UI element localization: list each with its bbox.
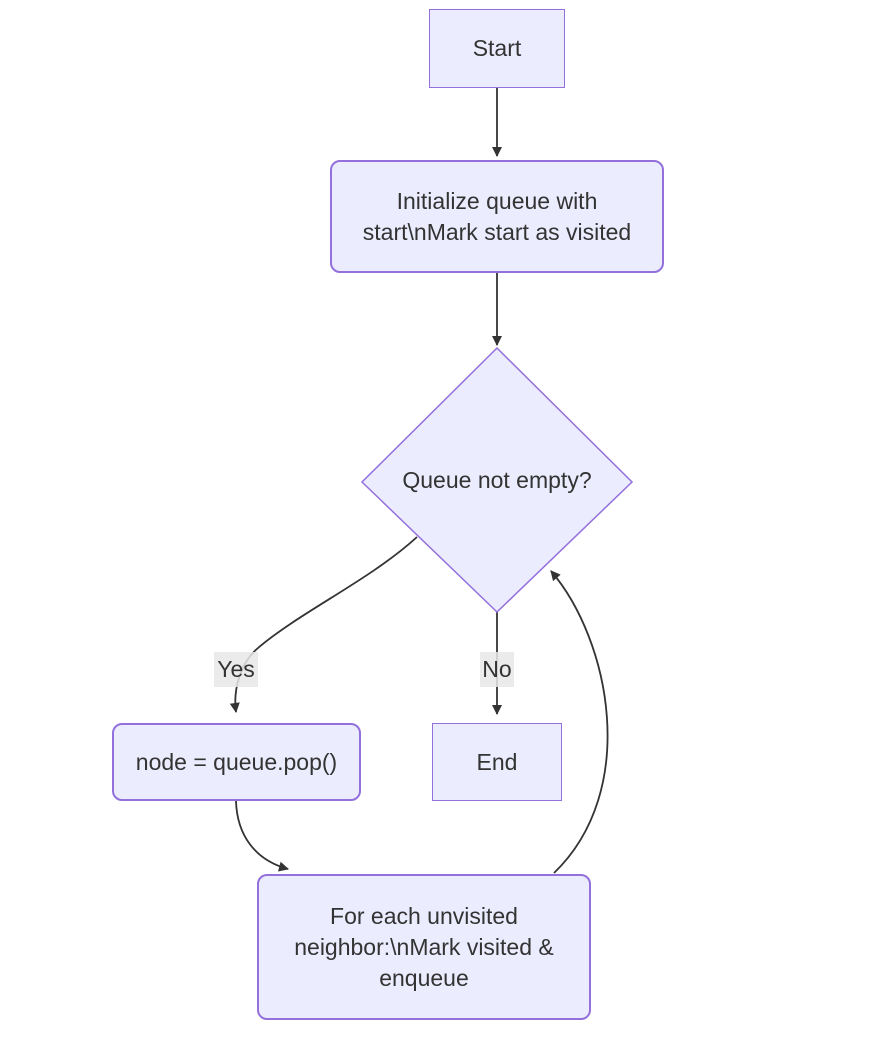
node-foreach-neighbor-label: For each unvisited neighbor:\nMark visit… — [294, 902, 554, 991]
node-end-label: End — [476, 748, 518, 775]
edge-pop-to-foreach — [235, 800, 289, 872]
edge-label-yes-text: Yes — [217, 656, 255, 682]
edge-label-no: No — [480, 652, 514, 687]
edge-foreach-to-decision — [550, 570, 609, 874]
node-initialize-queue-label: Initialize queue with start\nMark start … — [362, 187, 632, 245]
node-start: Start — [429, 9, 565, 88]
node-queue-pop: node = queue.pop() — [112, 723, 361, 801]
node-start-label: Start — [472, 35, 522, 61]
node-foreach-neighbor: For each unvisited neighbor:\nMark visit… — [257, 874, 591, 1020]
node-initialize-queue: Initialize queue with start\nMark start … — [330, 160, 664, 273]
edge-label-no-text: No — [482, 656, 512, 682]
decision-diamond-shape — [360, 346, 634, 614]
edge-label-yes: Yes — [214, 652, 258, 687]
node-end: End — [432, 723, 562, 801]
node-queue-pop-label: node = queue.pop() — [135, 748, 338, 775]
edge-decision-yes-to-pop — [229, 536, 418, 713]
